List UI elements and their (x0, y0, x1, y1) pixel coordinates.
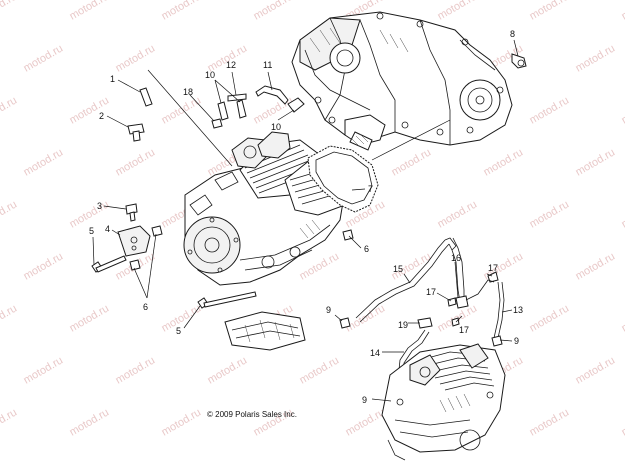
watermark-text: motod.ru (436, 198, 480, 230)
watermark-text: motod.ru (114, 354, 158, 386)
part-13-hose (465, 279, 505, 339)
part-2-breather (127, 123, 145, 142)
skid-plate (224, 311, 306, 351)
part-5-bolt-left (91, 255, 127, 273)
callout-12: 12 (226, 60, 236, 70)
callout-14: 14 (370, 348, 380, 358)
part-6-nut-left (129, 225, 163, 271)
part-12-fitting (227, 93, 247, 102)
watermark-text: motod.ru (482, 146, 526, 178)
part-10-hose-right (287, 97, 305, 113)
watermark-text: motod.ru (206, 354, 250, 386)
watermark-text: motod.ru (68, 0, 112, 23)
watermark-text: motod.ru (160, 406, 204, 438)
watermark-text: motod.ru (574, 250, 618, 282)
callout-9-right: 9 (514, 336, 519, 346)
callout-11: 11 (263, 60, 272, 70)
callout-17-right: 17 (488, 263, 498, 273)
callout-1: 1 (110, 74, 115, 84)
part-16-tee (455, 295, 469, 309)
part-7-gasket (307, 145, 379, 213)
callout-8: 8 (510, 29, 515, 39)
callout-19: 19 (398, 320, 408, 330)
part-17-clamps (447, 271, 499, 327)
callout-7: 7 (368, 184, 373, 194)
watermark-text: motod.ru (0, 0, 19, 23)
watermark-text: motod.ru (574, 146, 618, 178)
part-5-long-bolt (197, 291, 257, 309)
callout-6-right: 6 (364, 244, 369, 254)
part-8-fitting (511, 53, 527, 69)
watermark-text: motod.ru (160, 0, 204, 23)
watermark-text: motod.ru (68, 406, 112, 438)
transmission-illustration (291, 11, 513, 151)
callout-6-left: 6 (143, 302, 148, 312)
watermark-text: motod.ru (68, 302, 112, 334)
watermark-text: motod.ru (620, 302, 625, 334)
copyright-notice: © 2009 Polaris Sales Inc. (207, 410, 297, 419)
watermark-text: motod.ru (574, 42, 618, 74)
callout-2: 2 (99, 111, 104, 121)
part-10-hose (217, 99, 247, 121)
watermark-text: motod.ru (0, 406, 19, 438)
callout-10-right: 10 (271, 122, 281, 132)
watermark-text: motod.ru (620, 94, 625, 126)
watermark-text: motod.ru (436, 0, 480, 23)
callout-15: 15 (393, 264, 403, 274)
callout-5-bottom: 5 (176, 326, 181, 336)
watermark-text: motod.ru (620, 0, 625, 23)
leader-lines (92, 39, 519, 402)
watermark-text: motod.ru (344, 406, 388, 438)
watermark-text: motod.ru (620, 198, 625, 230)
callout-labels: 1 2 3 4 5 6 18 10 12 11 10 8 7 6 5 9 15 … (89, 29, 523, 405)
part-9-clamp-right (491, 335, 503, 347)
watermark-text: motod.ru (22, 354, 66, 386)
callout-17-mid: 17 (426, 287, 436, 297)
watermark-text: motod.ru (390, 146, 434, 178)
callout-16: 16 (451, 253, 461, 263)
part-11-hose (255, 85, 289, 105)
watermark-text: motod.ru (0, 94, 19, 126)
callout-18: 18 (183, 87, 193, 97)
callout-3: 3 (97, 201, 102, 211)
watermark-text: motod.ru (344, 302, 388, 334)
watermark-text: motod.ru (574, 354, 618, 386)
watermark-text: motod.ru (528, 0, 572, 23)
watermark-text: motod.ru (528, 302, 572, 334)
callout-9-left: 9 (326, 305, 331, 315)
watermark-text: motod.ru (252, 0, 296, 23)
watermark-text: motod.ru (528, 94, 572, 126)
part-19-clip (417, 317, 433, 329)
watermark-text: motod.ru (620, 406, 625, 438)
watermark-text: motod.ru (160, 302, 204, 334)
part-4-bracket (117, 225, 151, 257)
watermark-text: motod.ru (528, 406, 572, 438)
watermark-text: motod.ru (22, 146, 66, 178)
callout-4: 4 (105, 224, 110, 234)
callout-13: 13 (513, 305, 523, 315)
watermark-text: motod.ru (114, 146, 158, 178)
engine-illustration-small (381, 343, 506, 461)
part-1-dowel (139, 87, 153, 107)
watermark-text: motod.ru (160, 94, 204, 126)
part-9-clamp-left (339, 317, 351, 329)
callout-5-left: 5 (89, 226, 94, 236)
watermark-text: motod.ru (298, 354, 342, 386)
watermark-text: motod.ru (68, 94, 112, 126)
watermark-text: motod.ru (528, 198, 572, 230)
part-18-bolt (211, 118, 223, 129)
watermark-text: motod.ru (22, 42, 66, 74)
watermark-text: motod.ru (298, 250, 342, 282)
watermark-text: motod.ru (22, 250, 66, 282)
callout-9-bottom: 9 (362, 395, 367, 405)
watermark-text: motod.ru (0, 302, 19, 334)
part-15-hose (355, 237, 465, 323)
part-3-bolt (125, 203, 138, 222)
watermark-text: motod.ru (0, 198, 19, 230)
callout-10-top: 10 (205, 70, 215, 80)
watermark-text: motod.ru (114, 42, 158, 74)
callout-17-low: 17 (459, 325, 469, 335)
